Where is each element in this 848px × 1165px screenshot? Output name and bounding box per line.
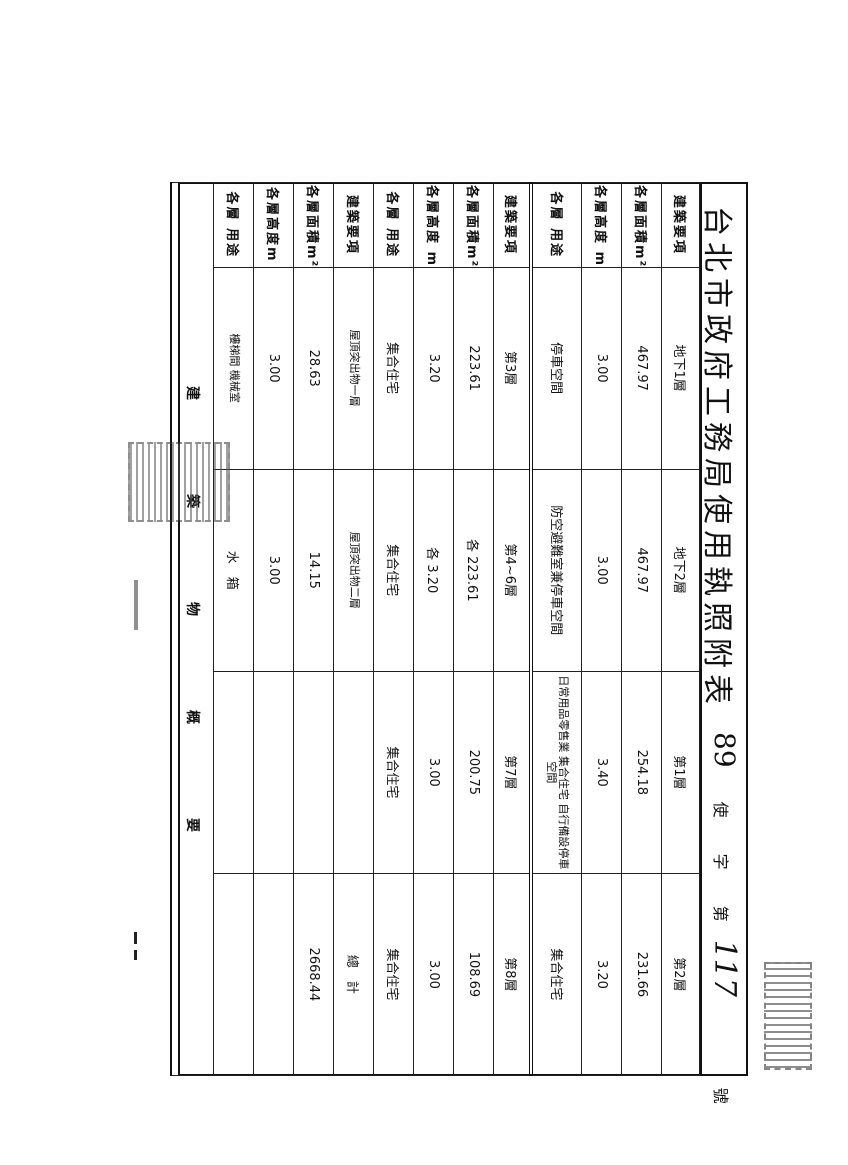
table-row: 各層 用途 集合住宅 集合住宅 集合住宅 集合住宅 (373, 182, 414, 1076)
floor-use: 樓梯間 機械室 (213, 267, 254, 470)
floor-area: 108.69 (453, 873, 494, 1076)
document-title: 台北市政府工務局使用執照附表 (699, 206, 734, 710)
floor-area: 223.61 (453, 267, 494, 470)
floor-name: 第2層 (661, 873, 700, 1076)
table-row: 各層 用途 停車空間 防空避難室兼停車空間 日常用品零售業 集合住宅 自行備設停… (531, 182, 582, 1076)
floor-use (213, 873, 254, 1076)
floor-use: 集合住宅 (373, 873, 414, 1076)
floor-name (333, 671, 374, 874)
floor-use: 集合住宅 (373, 671, 414, 874)
table-row: 各層面積m² 223.61 各 223.61 200.75 108.69 (453, 182, 494, 1076)
floor-height: 3.00 (253, 469, 294, 672)
row-header: 各層面積m² (293, 182, 334, 268)
permit-suffix: 號 (711, 1087, 730, 1104)
row-header: 建築要項 (661, 182, 700, 268)
row-header: 各層 用途 (213, 182, 254, 268)
table-row: 各層高度 m 3.00 3.00 3.40 3.20 (581, 182, 622, 1076)
row-header: 各層高度m (253, 182, 294, 268)
floor-height: 3.00 (413, 873, 454, 1076)
floor-area: 各 223.61 (453, 469, 494, 672)
floor-height: 3.40 (581, 671, 622, 874)
floor-name: 屋頂突出物二層 (333, 469, 374, 672)
official-seal-stamp-right (764, 962, 812, 1070)
floor-height (253, 671, 294, 874)
group-label: 建 築 物 概 要 (171, 182, 214, 1076)
floor-area (293, 671, 334, 874)
floor-name: 總 計 (333, 873, 374, 1076)
floor-area: 28.63 (293, 267, 334, 470)
permit-char-3: 第 (711, 905, 730, 922)
row-header: 建築要項 (493, 182, 532, 268)
table-row: 各層高度m 3.00 3.00 (253, 182, 294, 1076)
floor-height: 3.20 (413, 267, 454, 470)
floor-area: 2668.44 (293, 873, 334, 1076)
permit-year: 89 (708, 732, 741, 768)
row-header: 建築要項 (333, 182, 374, 268)
permit-serial: 117 (707, 939, 742, 997)
floor-use: 停車空間 (531, 267, 582, 470)
row-header: 各層高度 m (413, 182, 454, 268)
floor-area: 467.97 (621, 267, 662, 470)
floor-use: 防空避難室兼停車空間 (531, 469, 582, 672)
group-label-row: 建 築 物 概 要 (171, 182, 214, 1076)
table-row: 建築要項 地下1層 地下2層 第1層 第2層 (661, 182, 700, 1076)
row-header: 各層面積m² (621, 182, 662, 268)
row-header: 各層面積m² (453, 182, 494, 268)
floor-area: 231.66 (621, 873, 662, 1076)
floor-use: 日常用品零售業 集合住宅 自行備設停車空間 (531, 671, 582, 874)
title-strip: 台北市政府工務局使用執照附表 89 使字第 117 號 (699, 182, 748, 1104)
scan-mark (134, 932, 137, 944)
floor-name: 第7層 (493, 671, 532, 874)
floor-use: 集合住宅 (373, 469, 414, 672)
floor-name: 第4~6層 (493, 469, 532, 672)
floor-name: 第1層 (661, 671, 700, 874)
floor-area: 467.97 (621, 469, 662, 672)
permit-number: 89 使字第 117 號 (707, 732, 742, 1122)
row-header: 各層高度 m (581, 182, 622, 268)
floor-use (213, 671, 254, 874)
floor-name: 屋頂突出物一層 (333, 267, 374, 470)
permit-char-1: 使 (711, 801, 730, 818)
scan-mark (134, 950, 137, 960)
floor-area: 200.75 (453, 671, 494, 874)
row-header: 各層 用途 (531, 182, 582, 268)
table-row: 各層 用途 樓梯間 機械室 水 箱 (213, 182, 254, 1076)
floor-area: 254.18 (621, 671, 662, 874)
floor-height: 3.00 (253, 267, 294, 470)
table-row: 各層高度 m 3.20 各 3.20 3.00 3.00 (413, 182, 454, 1076)
table-row: 建築要項 屋頂突出物一層 屋頂突出物二層 總 計 (333, 182, 374, 1076)
floor-height: 3.00 (413, 671, 454, 874)
floor-height: 3.00 (581, 267, 622, 470)
building-summary-table: 建築要項 地下1層 地下2層 第1層 第2層 各層面積m² 467.97 467… (171, 182, 701, 1076)
floor-name: 第3層 (493, 267, 532, 470)
floor-use: 集合住宅 (373, 267, 414, 470)
table-row: 建築要項 第3層 第4~6層 第7層 第8層 (493, 182, 532, 1076)
floor-height: 3.00 (581, 469, 622, 672)
row-header: 各層 用途 (373, 182, 414, 268)
floor-area: 14.15 (293, 469, 334, 672)
permit-sheet: 台北市政府工務局使用執照附表 89 使字第 117 號 建築要項 地下1層 地下2層 … (171, 182, 748, 1104)
table-row: 各層面積m² 28.63 14.15 2668.44 (293, 182, 334, 1076)
official-seal-stamp (128, 442, 230, 522)
floor-name: 第8層 (493, 873, 532, 1076)
table-row: 各層面積m² 467.97 467.97 254.18 231.66 (621, 182, 662, 1076)
floor-name: 地下1層 (661, 267, 700, 470)
floor-height (253, 873, 294, 1076)
scan-mark (134, 580, 138, 630)
floor-height: 各 3.20 (413, 469, 454, 672)
floor-name: 地下2層 (661, 469, 700, 672)
floor-use: 集合住宅 (531, 873, 582, 1076)
permit-char-2: 字 (711, 853, 730, 870)
floor-height: 3.20 (581, 873, 622, 1076)
